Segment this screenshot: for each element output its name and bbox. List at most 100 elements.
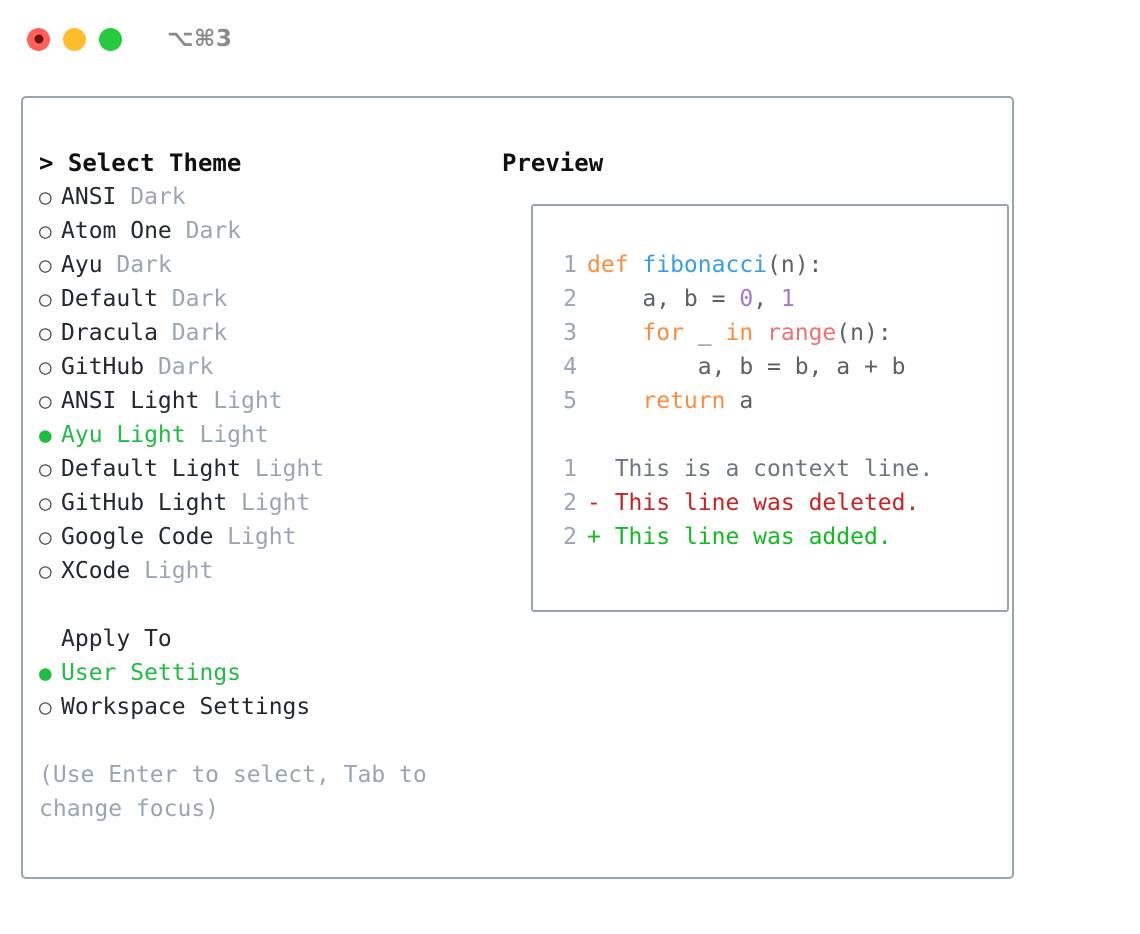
theme-option-dracula[interactable]: ○Dracula Dark bbox=[39, 316, 479, 350]
radio-unselected-icon: ○ bbox=[39, 559, 52, 583]
maximize-window-button[interactable] bbox=[99, 27, 122, 51]
code-line-content: a, b = b, a + b bbox=[587, 350, 906, 384]
theme-variant-tag: Light bbox=[241, 456, 325, 482]
code-token-plain: a bbox=[725, 388, 754, 414]
theme-variant-tag: Dark bbox=[157, 286, 228, 312]
theme-option-default-light[interactable]: ○ Default Light Light bbox=[39, 452, 479, 486]
theme-option-ansi-light[interactable]: ○ ANSI Light Light bbox=[39, 384, 479, 418]
theme-option-xcode[interactable]: ○ XCode Light bbox=[39, 554, 479, 588]
theme-option-ayu[interactable]: ○Ayu Dark bbox=[39, 248, 479, 282]
theme-variant-tag: Dark bbox=[157, 320, 228, 346]
line-number: 1 bbox=[563, 456, 577, 482]
diff-line-text: This line was added. bbox=[600, 524, 892, 550]
diff-line-text: This line was deleted. bbox=[600, 490, 920, 516]
code-line: 5 return a bbox=[551, 384, 1001, 418]
code-token-kw: def bbox=[587, 252, 643, 278]
window-titlebar: ⌥⌘3 bbox=[0, 0, 1140, 78]
theme-option-default[interactable]: ○Default Dark bbox=[39, 282, 479, 316]
apply-to-heading-bullet-placeholder: ○ bbox=[39, 622, 61, 656]
theme-option-label: GitHub bbox=[61, 354, 145, 380]
line-number: 5 bbox=[563, 388, 577, 414]
theme-option-label: Dracula bbox=[61, 320, 158, 346]
apply-to-list[interactable]: ● User Settings ○ Workspace Settings bbox=[39, 656, 479, 724]
keyboard-hint-text: (Use Enter to select, Tab to change focu… bbox=[39, 762, 441, 822]
diff-marker: + bbox=[587, 524, 601, 550]
code-line-content: for _ in range(n): bbox=[587, 316, 892, 350]
apply-to-option-user-settings[interactable]: ● User Settings bbox=[39, 656, 479, 690]
code-token-kw: for bbox=[642, 320, 684, 346]
radio-unselected-icon: ○ bbox=[39, 457, 52, 481]
theme-option-label: Ayu Light bbox=[61, 422, 186, 448]
diff-line-context: 1 This is a context line. bbox=[551, 452, 1001, 486]
theme-option-label: XCode bbox=[61, 558, 131, 584]
code-line: 3 for _ in range(n): bbox=[551, 316, 1001, 350]
code-line-content: a, b = 0, 1 bbox=[587, 282, 795, 316]
code-line: 2 a, b = 0, 1 bbox=[551, 282, 1001, 316]
theme-option-github-light[interactable]: ○ GitHub Light Light bbox=[39, 486, 479, 520]
traffic-light-group bbox=[27, 27, 122, 51]
radio-unselected-icon: ○ bbox=[39, 491, 52, 515]
theme-list[interactable]: ○ANSI Dark○Atom One Dark○Ayu Dark○Defaul… bbox=[39, 180, 479, 588]
theme-variant-tag: Dark bbox=[116, 184, 186, 210]
theme-option-atom-one[interactable]: ○Atom One Dark bbox=[39, 214, 479, 248]
apply-to-option-workspace-settings[interactable]: ○ Workspace Settings bbox=[39, 690, 479, 724]
code-token-num: 0 bbox=[739, 286, 754, 312]
theme-option-label: Default bbox=[61, 286, 158, 312]
radio-unselected-icon: ○ bbox=[39, 695, 52, 719]
radio-selected-icon: ● bbox=[39, 661, 52, 685]
theme-option-label: GitHub Light bbox=[61, 490, 228, 516]
code-token-plain: (n): bbox=[767, 252, 823, 278]
code-token-plain: , bbox=[753, 286, 781, 312]
line-number: 2 bbox=[563, 490, 577, 516]
theme-option-label: Ayu bbox=[61, 252, 103, 278]
theme-option-label: ANSI bbox=[61, 184, 117, 210]
theme-variant-tag: Light bbox=[199, 388, 283, 414]
theme-option-github[interactable]: ○GitHub Dark bbox=[39, 350, 479, 384]
code-token-bi: range bbox=[767, 320, 837, 346]
theme-option-ansi[interactable]: ○ ANSI Dark bbox=[39, 180, 479, 214]
minimize-window-button[interactable] bbox=[63, 27, 86, 51]
radio-unselected-icon: ○ bbox=[39, 185, 52, 209]
diff-marker bbox=[587, 452, 601, 486]
theme-variant-tag: Dark bbox=[102, 252, 172, 278]
code-line-content: return a bbox=[587, 384, 753, 418]
line-number: 2 bbox=[563, 286, 577, 312]
radio-unselected-icon: ○ bbox=[39, 389, 52, 413]
code-token-plain: a, b = bbox=[587, 286, 740, 312]
theme-variant-tag: Light bbox=[213, 524, 297, 550]
code-token-plain: _ bbox=[683, 320, 726, 346]
code-token-fn: fibonacci bbox=[642, 252, 768, 278]
theme-option-label: Default Light bbox=[61, 456, 242, 482]
theme-option-ayu-light[interactable]: ● Ayu Light Light bbox=[39, 418, 479, 452]
code-line-content: def fibonacci(n): bbox=[587, 248, 822, 282]
code-token-plain: (n): bbox=[836, 320, 892, 346]
close-window-button[interactable] bbox=[27, 27, 50, 51]
theme-variant-tag: Light bbox=[185, 422, 269, 448]
theme-variant-tag: Light bbox=[130, 558, 214, 584]
theme-option-google-code[interactable]: ○Google Code Light bbox=[39, 520, 479, 554]
apply-to-option-label: User Settings bbox=[61, 660, 242, 686]
line-number: 2 bbox=[563, 524, 577, 550]
radio-unselected-icon: ○ bbox=[39, 219, 52, 243]
apply-to-option-label: Workspace Settings bbox=[61, 694, 311, 720]
apply-to-heading-label: Apply To bbox=[61, 626, 172, 652]
code-token-kw: in bbox=[725, 320, 754, 346]
code-token-plain bbox=[587, 388, 642, 414]
radio-unselected-icon: ○ bbox=[39, 355, 52, 379]
theme-variant-tag: Light bbox=[227, 490, 311, 516]
code-token-num: 1 bbox=[780, 286, 795, 312]
theme-selection-column: > Select Theme ○ANSI Dark○Atom One Dark○… bbox=[39, 146, 479, 826]
theme-variant-tag: Dark bbox=[171, 218, 242, 244]
column-spacer bbox=[39, 588, 479, 622]
select-theme-heading: > Select Theme bbox=[39, 149, 242, 177]
code-diff-separator bbox=[551, 418, 1001, 452]
preview-heading: Preview bbox=[502, 149, 604, 177]
theme-option-label: ANSI Light bbox=[61, 388, 200, 414]
radio-selected-icon: ● bbox=[39, 423, 52, 447]
diff-line-deleted: 2- This line was deleted. bbox=[551, 486, 1001, 520]
